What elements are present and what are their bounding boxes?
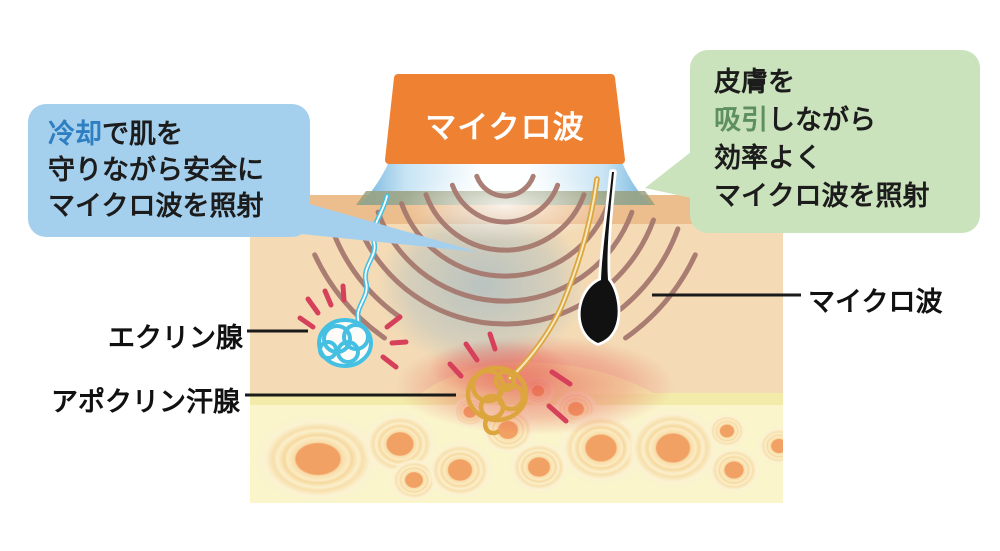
apocrine-spark-lines [447,331,573,424]
eccrine-gland-label: エクリン腺 [108,323,243,354]
blue-bubble-tail [262,203,478,252]
cooling-callout-line1: 冷却で肌を [48,119,183,150]
microwave-device [385,74,625,164]
green-bubble-tail [645,148,696,199]
cooling-callout-bubble: 冷却で肌を 守りながら安全に マイクロ波を照射 [28,104,310,237]
cooling-highlight: 冷却 [48,119,102,150]
microwave-label: マイクロ波 [808,287,943,318]
suction-highlight: 吸引 [714,105,768,136]
suction-callout-line3: 効率よく [714,143,822,174]
apocrine-gland-label: アポクリン汗腺 [51,387,240,418]
suction-callout-line2: 吸引しながら [714,105,876,136]
device-body [385,74,625,164]
label-pointer-lines [245,293,801,397]
suction-callout-bubble: 皮膚を 吸引しながら 効率よく マイクロ波を照射 [690,50,980,233]
apocrine-gland [447,176,600,436]
hair-follicle [578,169,621,346]
device-label: マイクロ波 [425,110,585,146]
cooling-callout-line3: マイクロ波を照射 [48,191,264,222]
apocrine-coil [465,365,529,436]
suction-callout-line1: 皮膚を [714,67,795,98]
eccrine-spark-lines [297,283,409,370]
cooling-callout-line2: 守りながら安全に [48,155,264,186]
eccrine-coil [317,318,373,368]
fat-cells [254,376,783,503]
suction-callout-line4: マイクロ波を照射 [714,181,930,212]
